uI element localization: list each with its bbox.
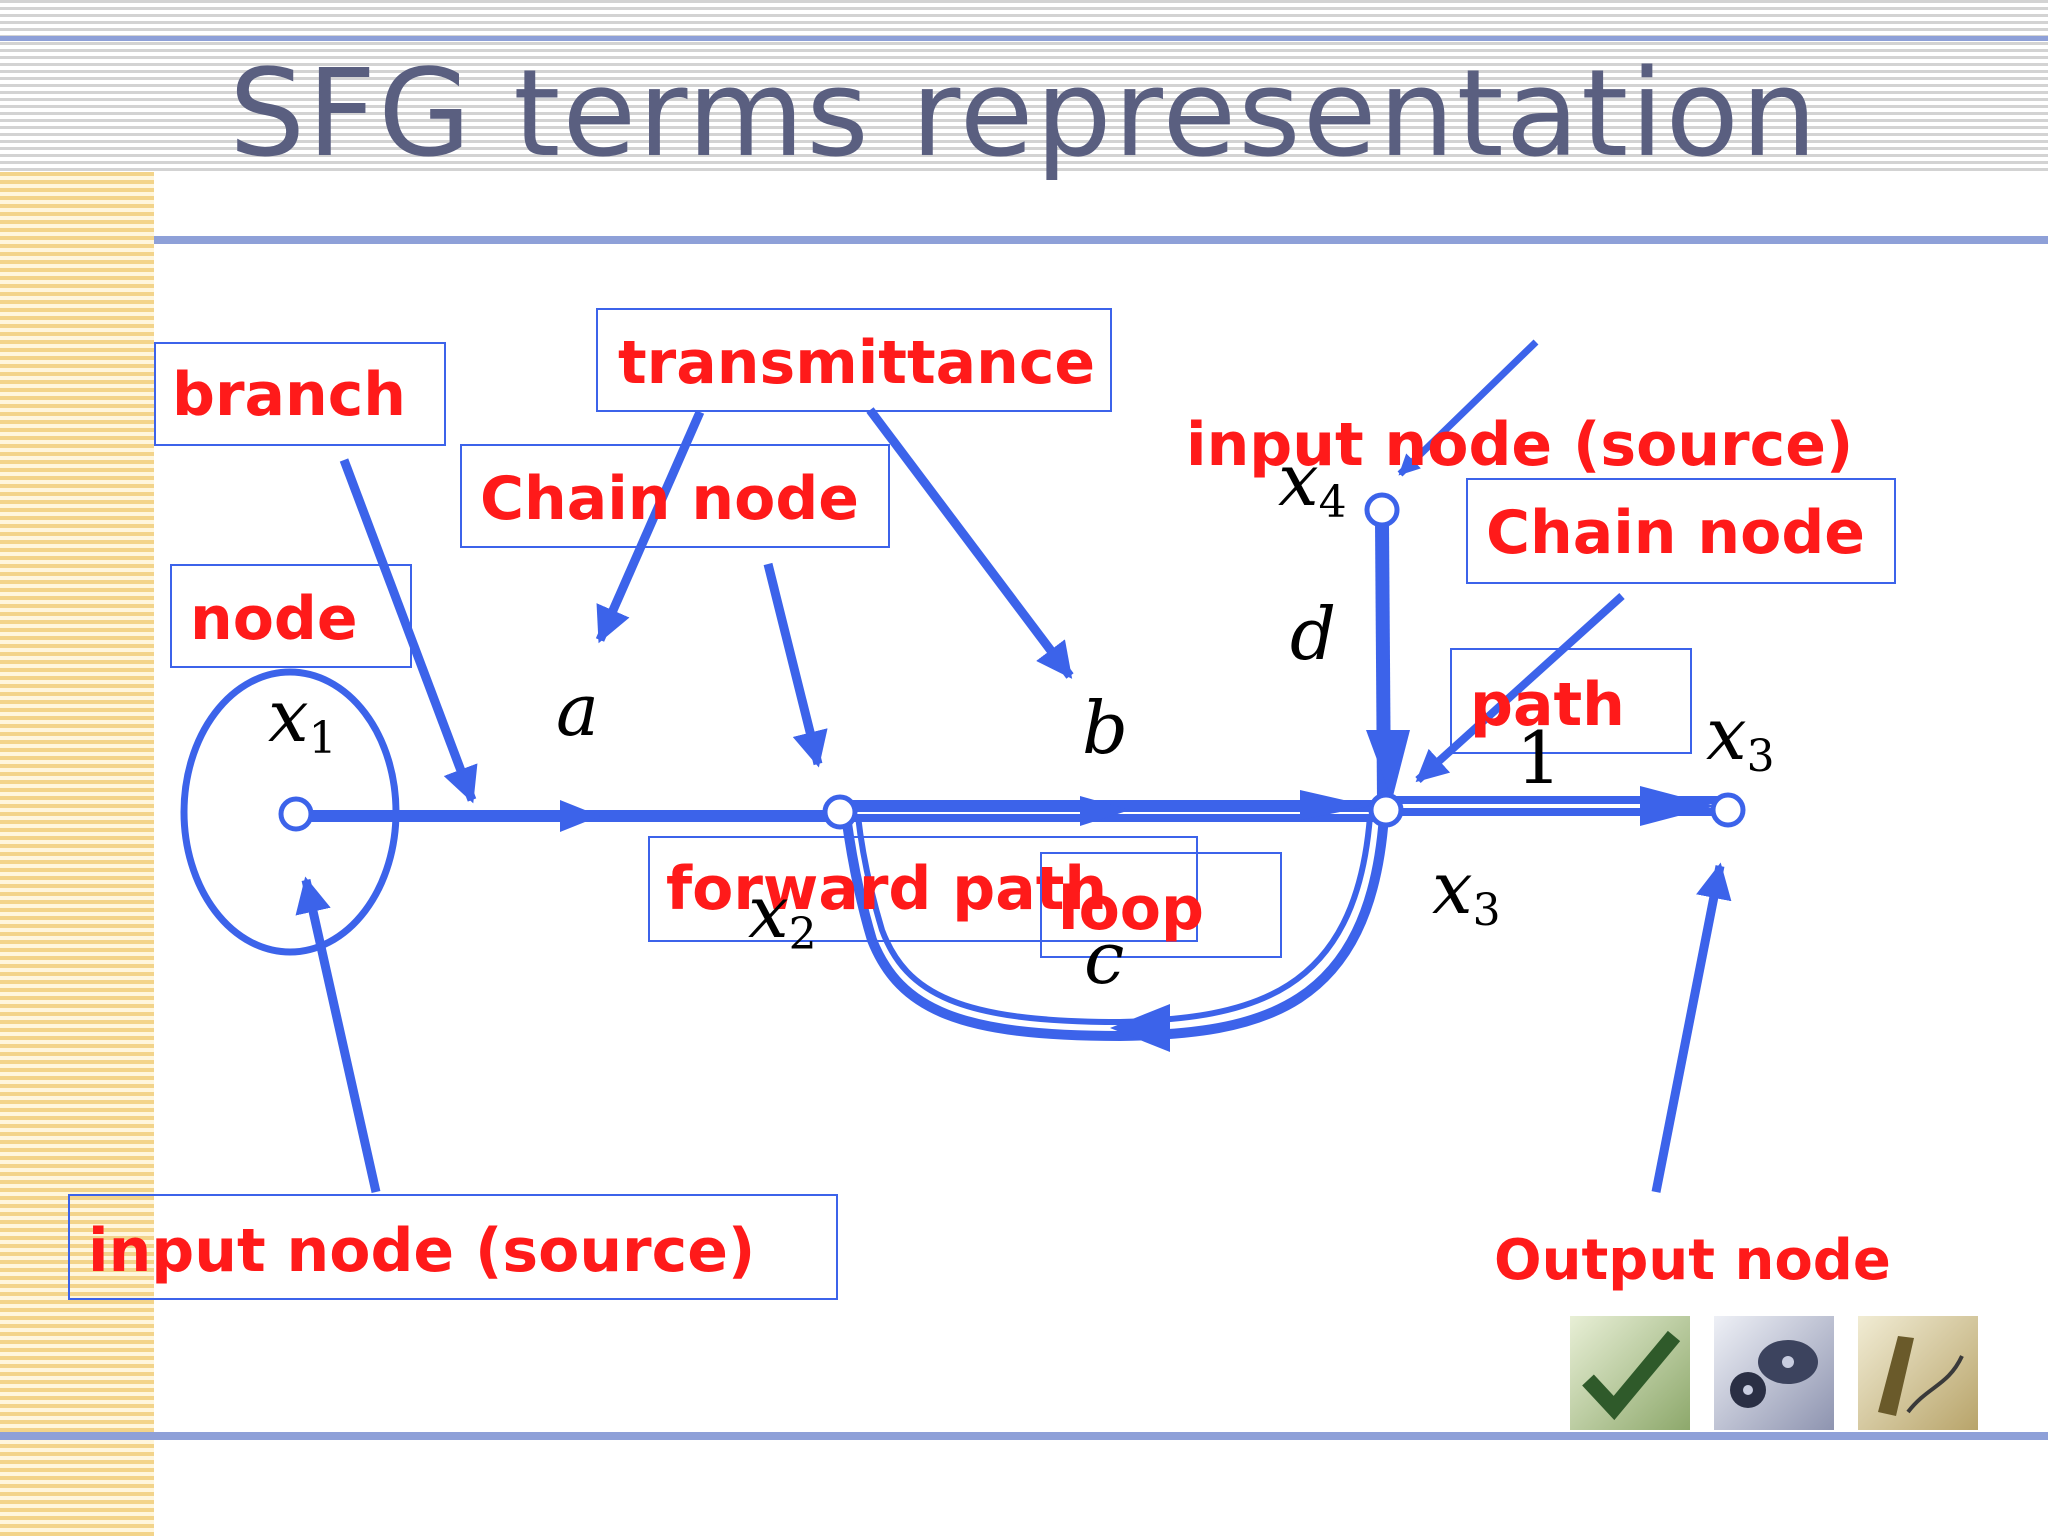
output-node-pointer xyxy=(1651,862,1732,1193)
top-rule xyxy=(0,36,2048,41)
chain-node-label-1: Chain node xyxy=(480,464,859,534)
node-x1 xyxy=(278,796,314,832)
node-x4 xyxy=(1364,492,1400,528)
path-box xyxy=(1450,648,1692,754)
x2-symbol: x2 xyxy=(748,870,817,960)
transmittance-box xyxy=(596,308,1112,412)
branch-a-arrowhead xyxy=(560,800,600,832)
slide-title: SFG terms representation xyxy=(228,45,1820,184)
disc-thumbnail-icon xyxy=(1714,1316,1834,1430)
forward-path-box xyxy=(648,836,1198,942)
output-node-label: Output node xyxy=(1494,1228,1891,1293)
x3-bottom-symbol: x3 xyxy=(1432,846,1501,936)
input-node-top-pointer xyxy=(1397,339,1539,477)
c-symbol: c xyxy=(1084,916,1125,1000)
path-arrowhead xyxy=(1300,790,1370,820)
loop-branch-c xyxy=(841,815,1389,1042)
loop-label: loop xyxy=(1058,874,1204,944)
node-x3 xyxy=(1368,792,1404,828)
node-x2 xyxy=(822,794,858,830)
footer-rule xyxy=(0,1432,2048,1440)
x3-top-symbol: x3 xyxy=(1706,692,1775,782)
unity-gain-symbol: 1 xyxy=(1516,716,1562,800)
side-band xyxy=(0,172,154,1536)
input-node-bottom-pointer xyxy=(295,876,381,1193)
loop-c-arrowhead xyxy=(1110,1004,1170,1052)
b-symbol: b xyxy=(1082,686,1129,770)
check-thumbnail-icon xyxy=(1570,1316,1690,1430)
chain-node-box-2 xyxy=(1466,478,1896,584)
branch-b-arrowhead xyxy=(1080,796,1130,826)
node-label: node xyxy=(190,584,358,654)
branch-d-arrowhead xyxy=(1366,730,1410,800)
branch-pointer-arrow xyxy=(339,458,478,804)
branch-label: branch xyxy=(172,360,407,430)
loop-branch-c-inner xyxy=(855,815,1373,1026)
node-box xyxy=(170,564,412,668)
header-band xyxy=(0,0,2048,172)
path-label: path xyxy=(1470,670,1625,740)
transmittance-pointer-b xyxy=(866,407,1074,679)
header-rule xyxy=(0,236,2048,244)
a-symbol: a xyxy=(556,668,599,752)
chain-node-2-pointer xyxy=(1415,593,1625,783)
chain-node-box-1 xyxy=(460,444,890,548)
pen-thumbnail-icon xyxy=(1858,1316,1978,1430)
input-node-bottom-box xyxy=(68,1194,838,1300)
x1-symbol: x1 xyxy=(268,674,337,764)
forward-path-label: forward path xyxy=(666,854,1108,924)
node-output xyxy=(1710,792,1746,828)
input-node-bottom-label: input node (source) xyxy=(88,1216,756,1286)
chain-node-label-2: Chain node xyxy=(1486,498,1865,568)
transmittance-label: transmittance xyxy=(618,328,1096,398)
branch-box xyxy=(154,342,446,446)
x4-symbol: x4 xyxy=(1278,438,1347,528)
loop-box xyxy=(1040,852,1282,958)
input-node-top-label: input node (source) xyxy=(1186,410,1854,480)
d-symbol: d xyxy=(1290,592,1337,676)
transmittance-pointer-a xyxy=(595,410,705,644)
branch-1-arrowhead xyxy=(1640,786,1716,826)
chain-node-pointer xyxy=(763,562,828,768)
